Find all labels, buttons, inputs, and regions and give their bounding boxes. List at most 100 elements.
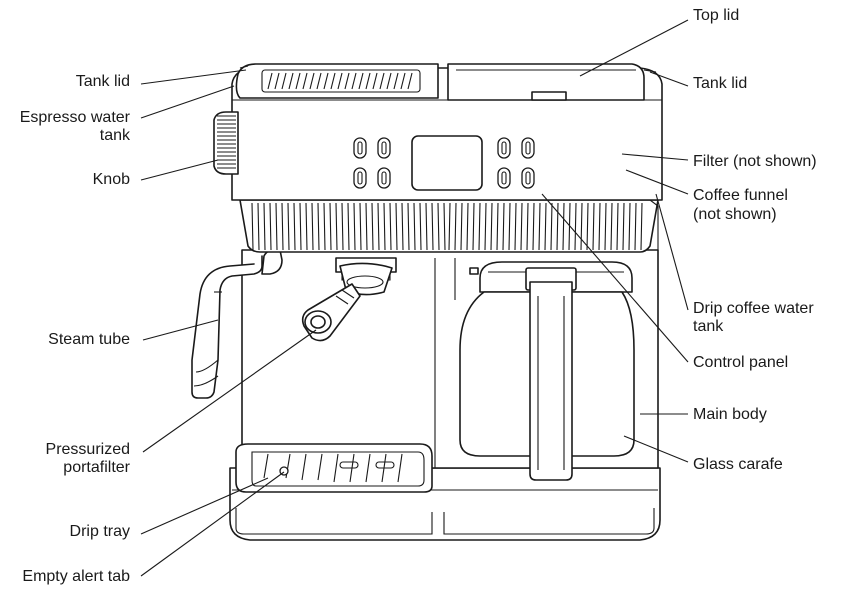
control-button — [377, 167, 391, 189]
label-glass-carafe: Glass carafe — [693, 456, 783, 473]
band-ridge — [448, 202, 451, 251]
band-ridge — [508, 202, 511, 251]
grille-slot — [386, 72, 392, 90]
band-ridge — [359, 202, 362, 251]
band-ridge — [502, 202, 505, 251]
label-espresso-water-tank-line2: tank — [100, 127, 131, 144]
band-ridge — [598, 202, 601, 251]
band-ridge — [293, 202, 296, 251]
labels-right: Top lid Tank lid Filter (not shown) Coff… — [693, 7, 817, 473]
label-drip-coffee-water-tank-line2: tank — [693, 318, 724, 335]
label-filter: Filter (not shown) — [693, 153, 817, 170]
band-ridge — [478, 202, 481, 251]
grille-slot — [351, 72, 357, 90]
display-screen — [411, 135, 483, 191]
band-ridge — [460, 202, 463, 251]
band-ridge — [520, 202, 523, 251]
band-ridge — [580, 202, 583, 251]
control-button — [521, 167, 535, 189]
grille-slot — [344, 72, 350, 90]
band-ridge — [389, 202, 392, 251]
grille-slot — [316, 72, 322, 90]
leader-top-lid — [579, 19, 689, 77]
band-ridge — [437, 202, 440, 251]
label-main-body: Main body — [693, 406, 767, 423]
label-espresso-water-tank-line1: Espresso water — [20, 109, 131, 126]
knurled-band — [239, 199, 659, 253]
grille-slot — [365, 72, 371, 90]
band-ridge — [425, 202, 428, 251]
label-drip-coffee-water-tank-line1: Drip coffee water — [693, 300, 814, 317]
control-panel — [353, 135, 535, 191]
band-ridge — [604, 202, 607, 251]
band-ridge — [347, 202, 350, 251]
band-ridge — [586, 202, 589, 251]
band-ridge — [466, 202, 469, 251]
leader-knob — [140, 159, 219, 181]
band-ridge — [431, 202, 434, 251]
label-pressurized-portafilter-line2: portafilter — [63, 459, 130, 476]
band-ridge — [454, 202, 457, 251]
label-steam-tube: Steam tube — [48, 331, 130, 348]
grille-slot — [267, 72, 273, 90]
band-ridge — [377, 202, 380, 251]
band-ridge — [251, 202, 254, 251]
grille-slot — [358, 72, 364, 90]
band-ridge — [419, 202, 422, 251]
steam-tube — [191, 248, 283, 399]
grille-slot — [309, 72, 315, 90]
band-ridge — [532, 202, 535, 251]
grille-slot — [400, 72, 406, 90]
leader-drip-tray — [140, 477, 269, 535]
band-ridge — [401, 202, 404, 251]
band-ridge — [341, 202, 344, 251]
band-ridge — [317, 202, 320, 251]
band-ridge — [490, 202, 493, 251]
band-ridge — [574, 202, 577, 251]
control-button — [497, 137, 511, 159]
leader-glass-carafe — [623, 435, 689, 463]
grille-slot — [302, 72, 308, 90]
band-ridge — [496, 202, 499, 251]
knob — [213, 111, 239, 175]
band-ridge — [592, 202, 595, 251]
band-ridge — [616, 202, 619, 251]
label-empty-alert-tab: Empty alert tab — [22, 568, 130, 585]
control-button — [521, 137, 535, 159]
label-pressurized-portafilter-line1: Pressurized — [46, 441, 130, 458]
band-ridge — [484, 202, 487, 251]
grille-slot — [372, 72, 378, 90]
band-ridge — [329, 202, 332, 251]
grille-slot — [288, 72, 294, 90]
drip-tray — [235, 443, 433, 493]
control-button — [497, 167, 511, 189]
band-ridge — [472, 202, 475, 251]
labels-left: Tank lid Espresso water tank Knob Steam … — [20, 73, 131, 585]
control-button — [353, 167, 367, 189]
upper-housing — [231, 63, 663, 201]
control-button — [377, 137, 391, 159]
leader-espresso-water-tank — [140, 85, 235, 119]
band-ridge — [526, 202, 529, 251]
band-ridge — [413, 202, 416, 251]
label-tank-lid-right: Tank lid — [693, 75, 747, 92]
band-ridge — [622, 202, 625, 251]
grille-slot — [379, 72, 385, 90]
leader-pressurized-portafilter — [142, 329, 317, 453]
tank-lid-grille — [261, 69, 421, 93]
grille-slot — [330, 72, 336, 90]
band-ridge — [568, 202, 571, 251]
machine-illustration — [191, 63, 663, 541]
label-coffee-funnel-line2: (not shown) — [693, 206, 777, 223]
band-ridges — [251, 202, 643, 251]
leader-control-panel — [541, 193, 689, 363]
pressurized-portafilter — [301, 283, 361, 342]
leader-tank-lid-left — [140, 69, 247, 85]
grille-slot — [407, 72, 413, 90]
band-ridge — [287, 202, 290, 251]
label-coffee-funnel-line1: Coffee funnel — [693, 187, 788, 204]
band-ridge — [365, 202, 368, 251]
leader-steam-tube — [142, 319, 219, 341]
band-ridge — [323, 202, 326, 251]
